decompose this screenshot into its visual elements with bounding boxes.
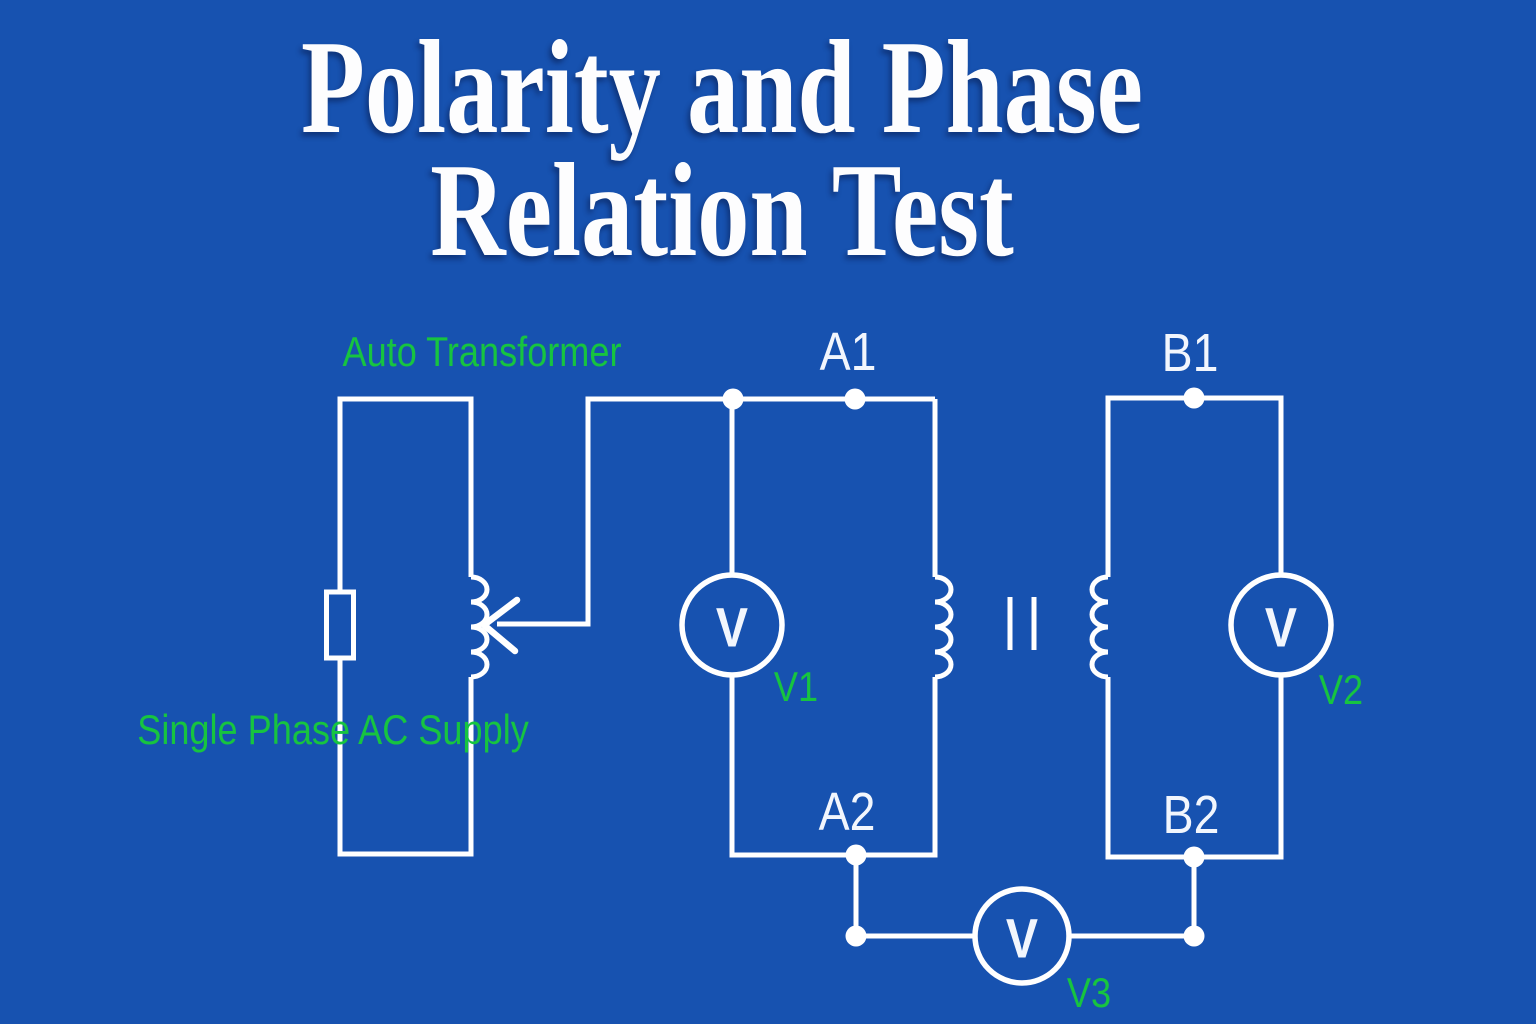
primary-lower-wire bbox=[729, 675, 938, 858]
junction-dot-v3-left bbox=[845, 925, 867, 947]
v1-meter-circle bbox=[679, 572, 785, 678]
v3-meter-circle bbox=[972, 886, 1072, 986]
v2-label: V2 bbox=[1318, 666, 1364, 713]
terminal-b1-label: B1 bbox=[1161, 323, 1219, 383]
v1-meter-glyph: V bbox=[715, 595, 749, 659]
v3-meter-glyph: V bbox=[1005, 906, 1039, 970]
tap-wire-and-top-rail bbox=[497, 396, 935, 627]
terminal-a1-label: A1 bbox=[819, 322, 877, 382]
terminal-a2-label: A2 bbox=[818, 782, 876, 842]
page-title: Polarity and Phase Relation Test bbox=[123, 13, 1321, 284]
primary-winding-coil bbox=[934, 574, 954, 680]
tap-arrow-icon bbox=[480, 596, 521, 655]
junction-dot-b1 bbox=[1183, 387, 1205, 409]
supply-loop-wire bbox=[337, 396, 474, 857]
junction-dot-a2 bbox=[845, 844, 867, 866]
page-title-line-1: Polarity and Phase bbox=[301, 13, 1143, 161]
v2-meter-glyph: V bbox=[1264, 595, 1298, 659]
auto-transformer-label: Auto Transformer bbox=[342, 328, 622, 375]
junction-dot-v1-top bbox=[722, 388, 744, 410]
transformer-core-bars bbox=[1007, 597, 1037, 650]
a2-tie-wire bbox=[853, 855, 975, 939]
v1-label: V1 bbox=[773, 663, 819, 710]
secondary-upper-wire bbox=[1105, 395, 1284, 577]
junction-dot-v3-right bbox=[1183, 925, 1205, 947]
junction-dot-b2 bbox=[1183, 846, 1205, 868]
secondary-winding-coil bbox=[1089, 574, 1109, 680]
v3-label: V3 bbox=[1066, 969, 1112, 1016]
supply-label: Single Phase AC Supply bbox=[137, 706, 529, 753]
variac-winding-coil bbox=[470, 574, 490, 680]
junction-dot-a1 bbox=[844, 388, 866, 410]
v2-meter-circle bbox=[1228, 572, 1334, 678]
page-title-line-2: Relation Test bbox=[430, 136, 1014, 284]
b2-tie-wire bbox=[1069, 857, 1197, 939]
ac-source-symbol bbox=[324, 589, 356, 661]
terminal-b2-label: B2 bbox=[1162, 785, 1220, 845]
